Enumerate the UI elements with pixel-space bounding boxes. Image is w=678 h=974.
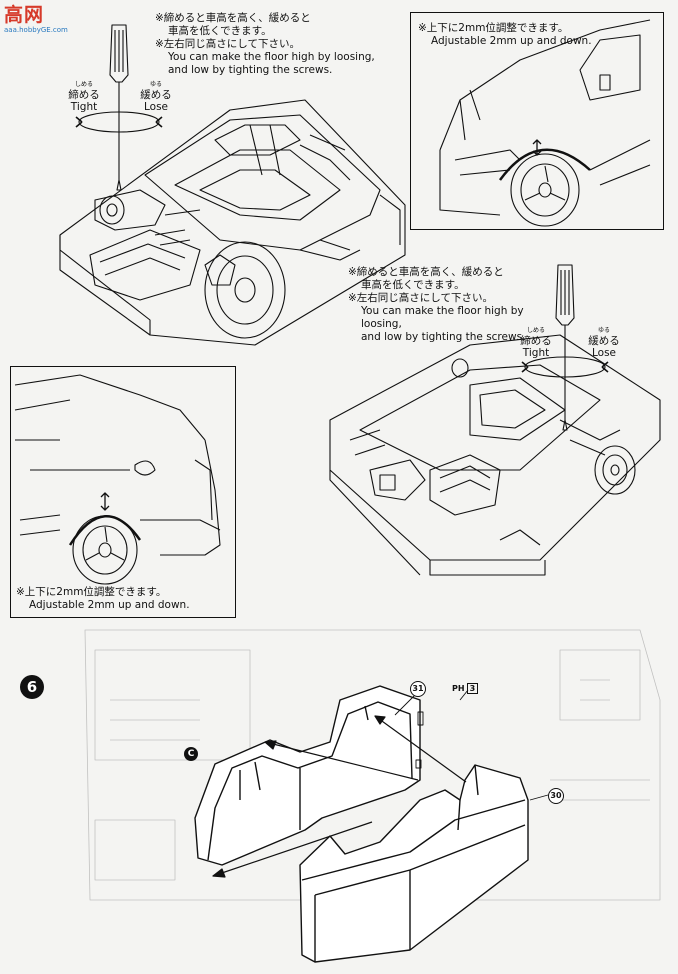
ph-label: PH	[452, 684, 465, 693]
tight-jp: 締める	[520, 335, 552, 347]
middle-note: ※締めると車高を高く、緩めると 車高を低くできます。 ※左右同じ高さにして下さい…	[348, 266, 548, 344]
lose-jp: 緩める	[588, 335, 620, 347]
ph-number: 3	[466, 683, 479, 694]
tight-en: Tight	[70, 101, 98, 113]
rear-wheel-panel	[10, 366, 236, 618]
note-jp-line: 車高を低くできます。	[361, 279, 465, 291]
lose-ruby: ゆる	[597, 327, 610, 334]
adjust-en: Adjustable 2mm up and down.	[431, 35, 592, 47]
note-jp-line: ※締めると車高を高く、緩めると	[155, 12, 311, 24]
tight-label: しめる 締める Tight	[514, 327, 558, 360]
adjust-en: Adjustable 2mm up and down.	[29, 599, 190, 611]
tight-jp: 締める	[68, 89, 100, 101]
lose-jp: 緩める	[140, 89, 172, 101]
note-en-line: and low by tighting the screws.	[168, 64, 333, 76]
front-wheel-panel	[410, 12, 664, 230]
watermark-logo: 高网 aaa.hobbyGE.com	[4, 4, 70, 42]
lose-label: ゆる 緩める Lose	[136, 81, 176, 114]
logo-text: 高网	[4, 4, 45, 26]
callout-leader-lines	[394, 689, 549, 801]
note-jp-line: ※締めると車高を高く、緩めると	[348, 266, 504, 278]
front-wheel-drawing	[439, 19, 651, 227]
step-number: 6	[20, 675, 44, 699]
tight-ruby: しめる	[526, 327, 545, 334]
front-wheel-note: ※上下に2mm位調整できます。 Adjustable 2mm up and do…	[418, 22, 618, 48]
screwdriver-middle	[524, 264, 606, 431]
tight-ruby: しめる	[74, 81, 93, 88]
note-jp-line: ※左右同じ高さにして下さい。	[155, 38, 300, 50]
lose-ruby: ゆる	[149, 81, 162, 88]
note-en-line: You can make the floor high by loosing,	[168, 51, 375, 63]
tight-label: しめる 締める Tight	[64, 81, 104, 114]
assembly-arrows	[212, 715, 467, 878]
lose-en: Lose	[143, 101, 169, 113]
screwdriver-top-left	[78, 24, 160, 191]
note-jp-line: ※左右同じ高さにして下さい。	[348, 292, 493, 304]
rear-wheel-note: ※上下に2mm位調整できます。 Adjustable 2mm up and do…	[16, 586, 226, 612]
note-jp-line: 車高を低くできます。	[168, 25, 272, 37]
adjust-jp: ※上下に2mm位調整できます。	[418, 22, 569, 34]
front-chassis-drawing	[59, 99, 406, 346]
lose-label: ゆる 緩める Lose	[582, 327, 626, 360]
part-30-callout: 30	[548, 788, 564, 804]
step6-parts-drawing	[194, 685, 529, 963]
note-en-line: and low by tighting the screws.	[361, 331, 526, 343]
note-en-line: You can make the floor high by loosing,	[361, 305, 524, 330]
rear-wheel-drawing	[14, 374, 221, 585]
part-31-callout: 31	[410, 681, 426, 697]
top-left-note: ※締めると車高を高く、緩めると 車高を低くできます。 ※左右同じ高さにして下さい…	[155, 12, 385, 77]
adjust-jp: ※上下に2mm位調整できます。	[16, 586, 167, 598]
logo-subtext: aaa.hobbyGE.com	[4, 26, 68, 34]
tight-en: Tight	[522, 347, 550, 359]
rear-chassis-drawing	[329, 334, 661, 576]
lose-en: Lose	[591, 347, 617, 359]
sprue-c-label: C	[184, 747, 198, 761]
